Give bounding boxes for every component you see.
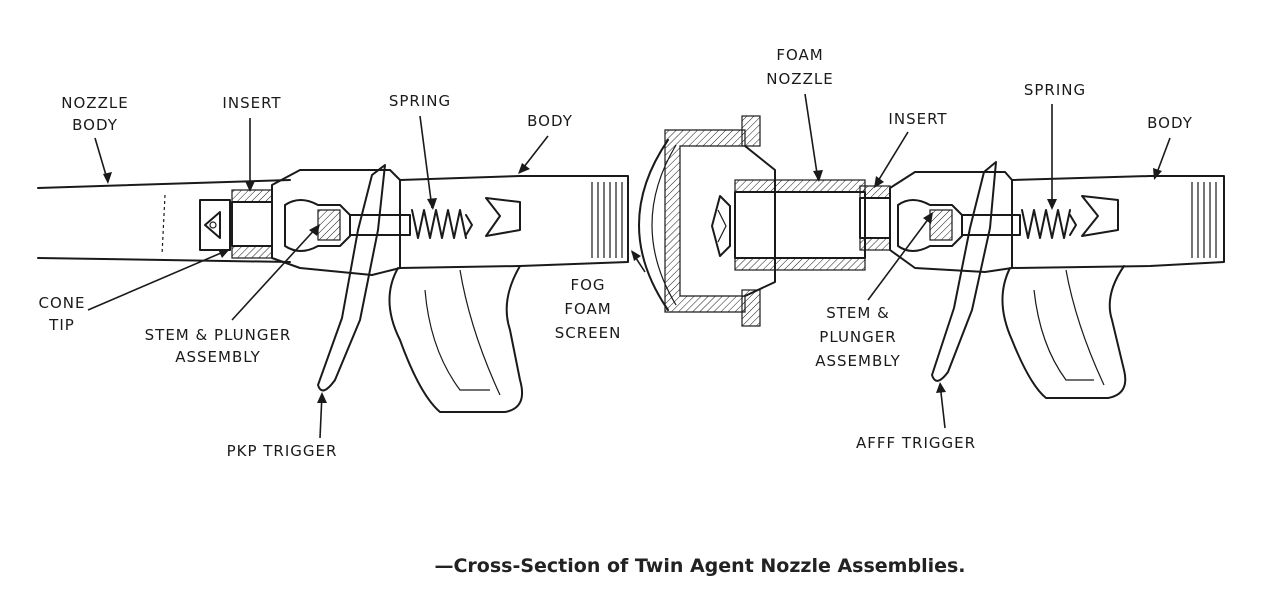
label-nozzle-body-line2: BODY xyxy=(72,116,118,134)
afff-nozzle-assembly xyxy=(889,161,1225,399)
label-fog-foam-screen-line2: FOAM xyxy=(564,300,611,318)
label-stem-plunger-right-line2: PLUNGER xyxy=(819,328,896,346)
label-stem-plunger-left-line2: ASSEMBLY xyxy=(175,348,261,366)
label-insert-left: INSERT xyxy=(222,94,281,112)
pkp-trigger-lever xyxy=(317,164,386,392)
label-stem-plunger-left-line1: STEM & PLUNGER xyxy=(145,326,292,344)
label-fog-foam-screen-line3: SCREEN xyxy=(555,324,622,342)
label-spring-right: SPRING xyxy=(1024,81,1086,99)
left-pistol-grip xyxy=(388,265,524,413)
label-insert-right: INSERT xyxy=(888,110,947,128)
label-cone-tip-line1: CONE xyxy=(39,294,86,312)
left-insert-part xyxy=(231,189,273,203)
label-pkp-trigger: PKP TRIGGER xyxy=(227,442,338,460)
label-nozzle-body-line1: NOZZLE xyxy=(61,94,128,112)
left-main-body xyxy=(399,175,629,269)
right-main-body xyxy=(1011,175,1225,269)
label-spring-left: SPRING xyxy=(389,92,451,110)
fog-foam-screen-part xyxy=(638,139,669,311)
leader-lines xyxy=(87,93,1171,439)
right-pistol-grip xyxy=(1001,265,1127,399)
foam-nozzle-assembly xyxy=(638,115,891,327)
label-afff-trigger: AFFF TRIGGER xyxy=(856,434,976,452)
right-spring-part xyxy=(1021,209,1071,239)
label-foam-nozzle-line2: NOZZLE xyxy=(766,70,833,88)
foam-nozzle-tube xyxy=(734,179,866,193)
figure-caption: —Cross-Section of Twin Agent Nozzle Asse… xyxy=(434,555,965,577)
pkp-nozzle-assembly xyxy=(37,164,629,413)
label-fog-foam-screen-line1: FOG xyxy=(570,276,605,294)
label-stem-plunger-right-line3: ASSEMBLY xyxy=(815,352,901,370)
label-stem-plunger-right-line1: STEM & xyxy=(826,304,890,322)
right-insert-part xyxy=(859,185,891,199)
left-spring-part xyxy=(411,209,467,239)
label-cone-tip-line2: TIP xyxy=(48,316,75,334)
label-body-right: BODY xyxy=(1147,114,1193,132)
label-foam-nozzle-line1: FOAM xyxy=(776,46,823,64)
cone-tip-part xyxy=(199,199,231,251)
label-body-left: BODY xyxy=(527,112,573,130)
text-labels: NOZZLE BODY INSERT SPRING BODY CONE TIP … xyxy=(39,46,1193,460)
afff-trigger-lever xyxy=(931,161,997,382)
